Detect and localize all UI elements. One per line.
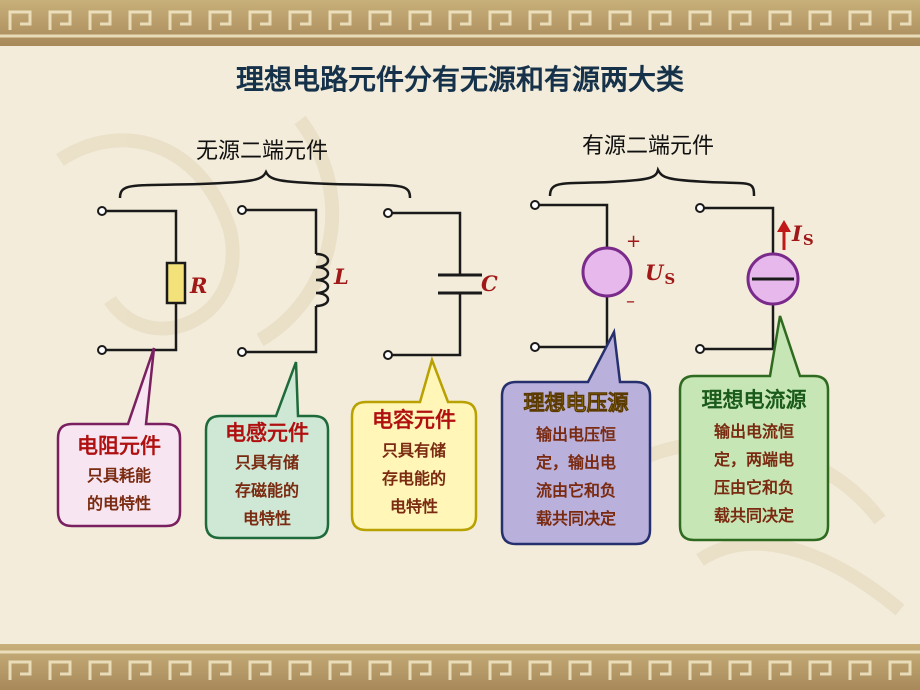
page-title: 理想电路元件分有无源和有源两大类 [236, 63, 684, 96]
current-source-callout-box [678, 315, 830, 542]
current-source-callout-line-2: 定，两端电 [713, 450, 794, 469]
resistor-callout-line-2: 的电特性 [87, 494, 151, 513]
current-source-terminal-bottom [695, 344, 705, 354]
resistor-label: R [189, 273, 207, 298]
bottom-meander-pattern [0, 650, 920, 680]
current-source-callout-line-4: 载共同决定 [714, 506, 794, 525]
inductor-terminal-top [237, 205, 247, 215]
voltage-source-terminal-top [530, 200, 540, 210]
capacitor-terminal-top [383, 208, 393, 218]
current-source-callout-line-1: 输出电流恒 [714, 422, 794, 441]
current-source-callout-line-3: 压由它和负 [714, 478, 794, 497]
resistor-terminal-bottom [97, 345, 107, 355]
inductor-callout-box [204, 361, 330, 540]
voltage-plus-sign: + [626, 231, 641, 252]
passive-group-brace [118, 169, 412, 199]
inductor-callout-line-3: 电特性 [243, 509, 291, 528]
voltage-source-label: US [645, 260, 675, 288]
current-source-callout-title: 理想电流源 [702, 388, 807, 412]
resistor-callout-line-1: 只具耗能 [87, 466, 151, 485]
capacitor-callout-line-2: 存电能的 [382, 469, 446, 488]
voltage-source-callout-line-2: 定，输出电 [535, 453, 616, 472]
resistor-symbol [165, 261, 187, 305]
current-source-label: IS [791, 221, 814, 249]
inductor-label: L [333, 264, 349, 289]
capacitor-callout-line-3: 电特性 [390, 497, 438, 516]
voltage-source-callout-title: 理想电压源 [524, 391, 629, 415]
voltage-source-icon [581, 246, 633, 298]
top-meander-pattern [0, 10, 920, 38]
voltage-source-callout-box [500, 327, 652, 546]
current-source-terminal-top [695, 203, 705, 213]
active-group-label: 有源二端元件 [582, 134, 714, 159]
inductor-terminal-bottom [237, 347, 247, 357]
capacitor-label: C [481, 271, 498, 296]
capacitor-terminal-bottom [383, 350, 393, 360]
resistor-circuit [102, 209, 178, 352]
inductor-coil-icon [315, 252, 330, 308]
resistor-callout-box [56, 347, 182, 528]
voltage-source-callout-line-4: 载共同决定 [536, 509, 616, 528]
voltage-minus-sign: – [626, 291, 635, 312]
capacitor-circuit [388, 211, 482, 357]
inductor-callout-title: 电感元件 [225, 421, 309, 445]
active-group-brace [548, 166, 756, 197]
resistor-callout-title: 电阻元件 [77, 434, 161, 458]
inductor-callout-line-1: 只具有储 [235, 453, 299, 472]
capacitor-callout-line-1: 只具有储 [382, 441, 446, 460]
inductor-circuit [242, 208, 330, 354]
passive-group-label: 无源二端元件 [196, 139, 328, 164]
resistor-terminal-top [97, 206, 107, 216]
voltage-source-callout-line-3: 流由它和负 [536, 481, 616, 500]
current-arrow-head-icon [777, 220, 791, 232]
capacitor-callout-box [350, 356, 478, 532]
voltage-source-terminal-bottom [530, 342, 540, 352]
voltage-source-callout-line-1: 输出电压恒 [536, 425, 616, 444]
inductor-callout-line-2: 存磁能的 [235, 481, 299, 500]
capacitor-callout-title: 电容元件 [372, 408, 456, 432]
